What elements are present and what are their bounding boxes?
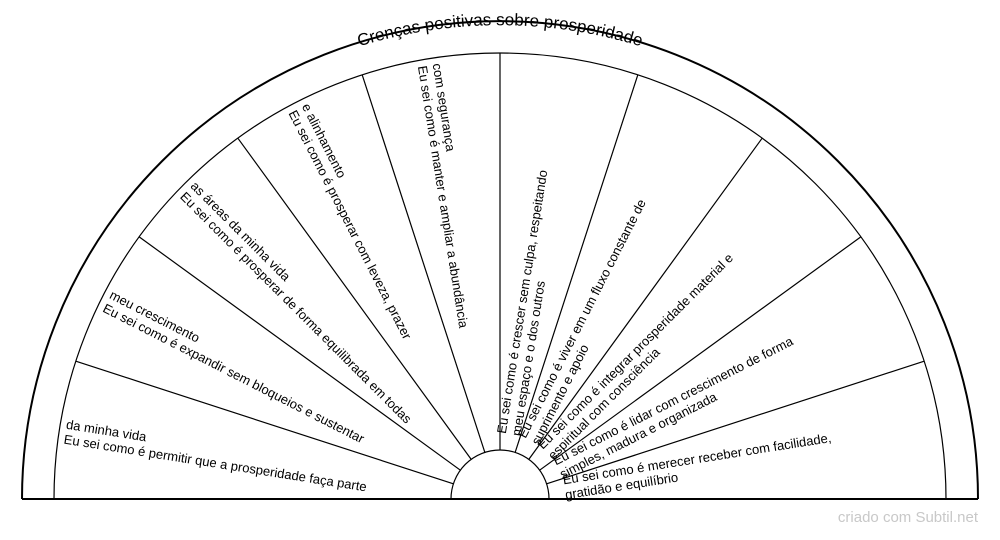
segment-label: Eu sei como é prosperar de forma equilib… — [177, 178, 415, 426]
segment-divider — [237, 137, 472, 460]
segment-divider — [528, 137, 763, 460]
segment-label: Eu sei como é manter e ampliar a abundân… — [415, 62, 471, 329]
outer-arc — [21, 20, 979, 500]
segment-divider — [75, 360, 454, 485]
segment-dividers — [75, 53, 925, 485]
segment-label: Eu sei como é permitir que a prosperidad… — [63, 417, 368, 495]
segment-divider — [539, 236, 862, 471]
credit-text: criado com Subtil.net — [837, 509, 978, 526]
segment-divider — [138, 236, 461, 471]
segment-label: Eu sei como é expandir sem bloqueios e s… — [100, 287, 367, 446]
segment-divider — [514, 74, 639, 453]
segment-divider — [361, 74, 486, 453]
center-hub — [450, 449, 550, 500]
segment-label-line: Eu sei como é prosperar de forma equilib… — [177, 189, 415, 427]
chart-title: Crenças positivas sobre prosperidade — [355, 10, 645, 50]
segment-labels: Eu sei como é permitir que a prosperidad… — [63, 62, 832, 502]
segment-divider — [546, 360, 925, 485]
